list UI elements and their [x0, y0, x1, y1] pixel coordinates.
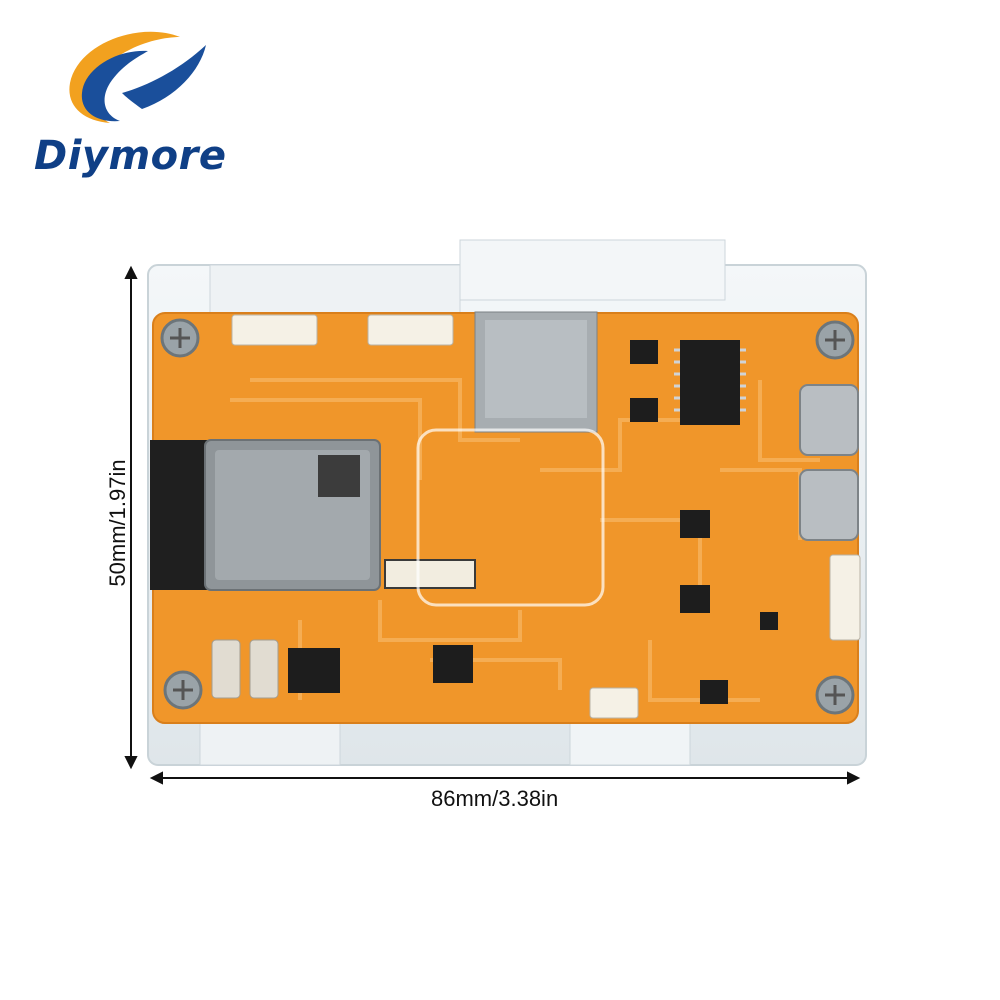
brand-name: Diymore	[34, 133, 227, 179]
uart-chip	[674, 340, 746, 425]
push-buttons	[211, 639, 279, 699]
top-connectors	[231, 314, 454, 346]
fpc-connector	[384, 559, 476, 589]
height-dimension-label: 50mm/1.97in	[105, 459, 130, 587]
usb-ports	[799, 384, 859, 541]
mounting-screws	[160, 318, 855, 715]
dimension-arrows	[124, 265, 861, 785]
acrylic-window	[416, 428, 605, 607]
diymore-logo	[69, 31, 206, 123]
speaker-connector	[589, 687, 639, 719]
esp32-module	[150, 439, 381, 591]
uart-header	[829, 554, 861, 641]
small-ics	[288, 340, 778, 704]
sd-card-slot	[474, 311, 598, 433]
width-dimension-label: 86mm/3.38in	[431, 786, 559, 811]
